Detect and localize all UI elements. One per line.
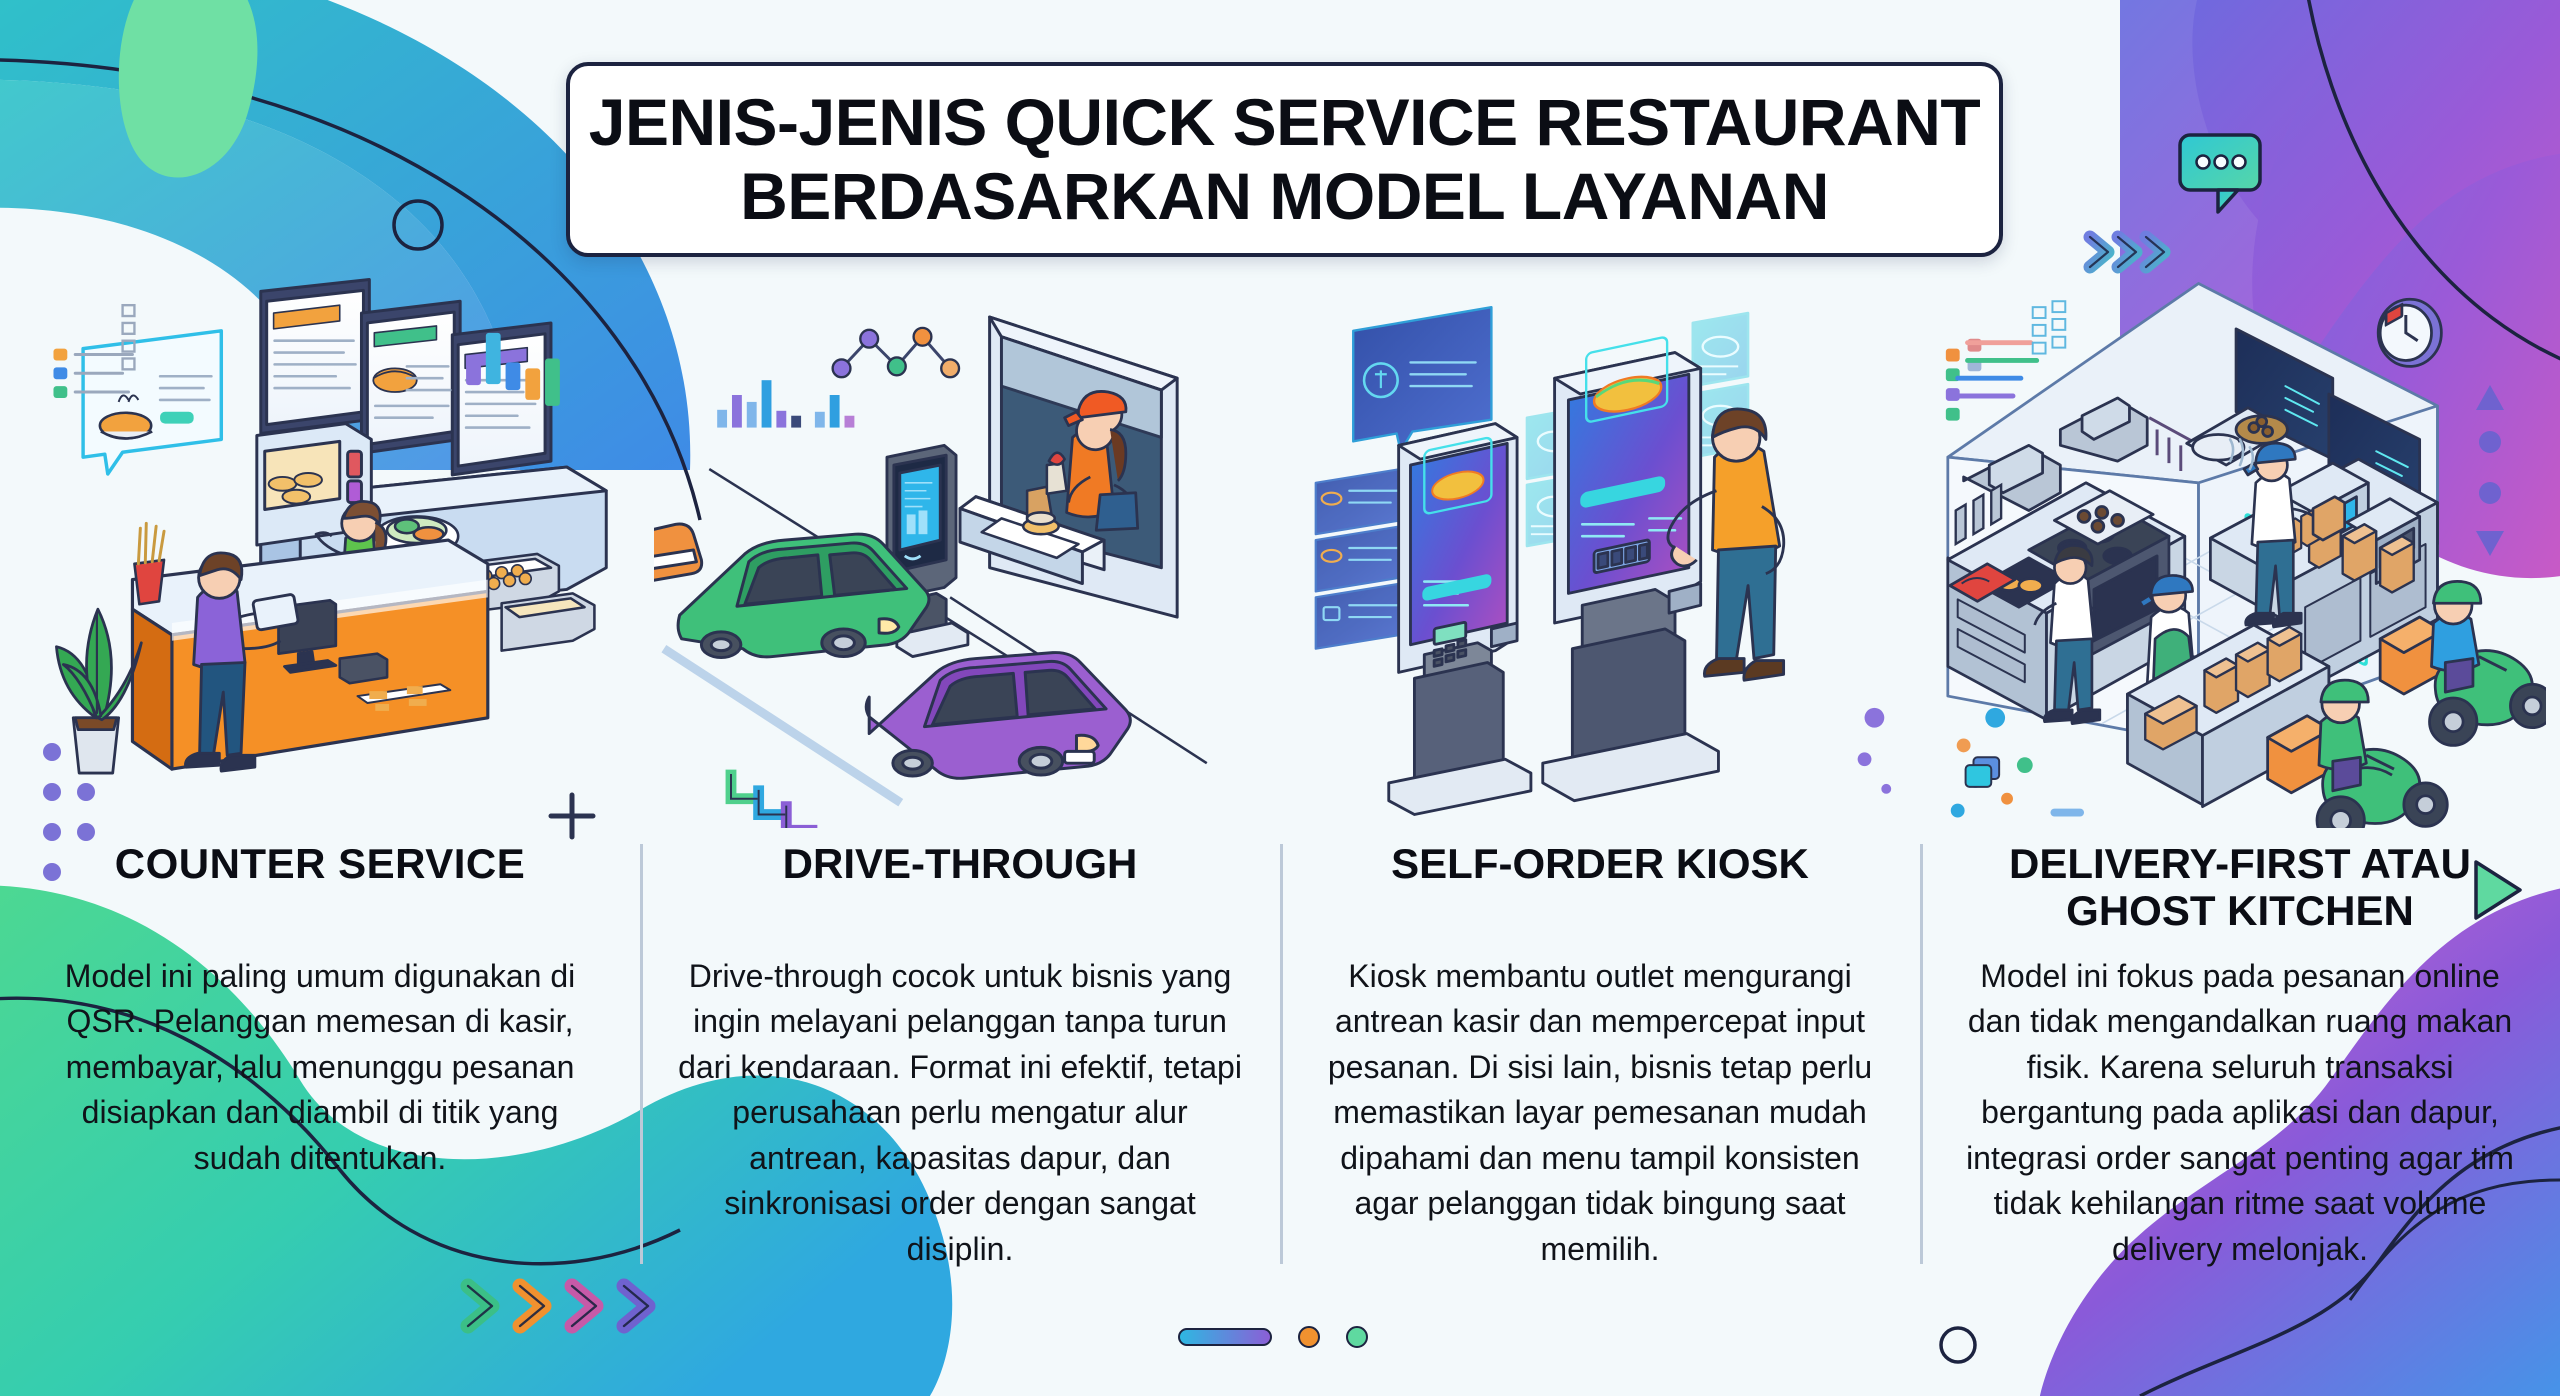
wall-clock-icon	[2376, 297, 2443, 368]
floating-chat-card	[1352, 305, 1493, 453]
kiosk-terminal-right	[1541, 336, 1720, 803]
column-drive-through: DRIVE-THROUGH Drive-through cocok untuk …	[640, 268, 1280, 1328]
pagination-active-pill[interactable]	[1178, 1328, 1272, 1346]
delivery-rider-front	[2266, 678, 2449, 828]
kiosk-terminal-left	[1387, 422, 1533, 816]
circle-outline-decoration	[392, 199, 444, 251]
chevron-right-group-bottom-outline	[466, 1284, 650, 1328]
delivery-rider-back	[2378, 580, 2546, 747]
triangle-dot-column-right	[2476, 385, 2504, 556]
menu-board-1	[259, 278, 371, 435]
card-terminal	[338, 652, 389, 685]
food-tray	[980, 451, 1080, 560]
takeaway-bags-island	[2144, 625, 2303, 751]
receipt-paper	[356, 683, 452, 711]
line-chart-nodes	[831, 326, 961, 379]
illustration-ghost-kitchen	[1934, 268, 2546, 828]
drive-through-worker	[1063, 390, 1140, 532]
cook-at-microwave	[2242, 441, 2346, 629]
order-kiosk-pillar	[885, 443, 970, 659]
pagination-dot-green[interactable]	[1346, 1326, 1368, 1348]
steam-lines	[2228, 438, 2255, 471]
column-ghost-kitchen: DELIVERY-FIRST ATAU GHOST KITCHEN Model …	[1920, 268, 2560, 1328]
pagination-dot-orange[interactable]	[1298, 1326, 1320, 1348]
column-heading: DELIVERY-FIRST ATAU GHOST KITCHEN	[2009, 840, 2471, 935]
promo-chat-bubble	[81, 329, 224, 476]
infographic-title-card: JENIS-JENIS QUICK SERVICE RESTAURANT BER…	[566, 62, 2003, 257]
column-body: Model ini paling umum digunakan di QSR. …	[64, 958, 576, 1176]
plus-marks	[548, 792, 596, 840]
illustration-self-order-kiosk	[1294, 268, 1906, 828]
column-counter-service: COUNTER SERVICE Model ini paling umum di…	[0, 268, 640, 1328]
play-triangle-icon	[2474, 860, 2522, 920]
chef-at-stove	[2033, 544, 2112, 726]
column-heading: COUNTER SERVICE	[114, 840, 526, 887]
circle-outline-decoration-bottom	[1939, 1326, 1977, 1364]
floating-list	[53, 303, 136, 398]
chevron-right-group-top-outline	[2088, 235, 2166, 269]
title-line-1: JENIS-JENIS QUICK SERVICE RESTAURANT	[588, 84, 1981, 159]
customer-at-counter	[184, 551, 300, 773]
corner-arrow-glyphs	[725, 769, 818, 828]
customer-at-kiosk	[1666, 407, 1786, 682]
column-body: Model ini fokus pada pesanan online dan …	[1966, 958, 2514, 1267]
service-model-columns: COUNTER SERVICE Model ini paling umum di…	[0, 268, 2560, 1328]
bar-chart-decoration	[717, 380, 855, 428]
illustration-drive-through	[654, 268, 1266, 828]
column-body: Drive-through cocok untuk bisnis yang in…	[678, 958, 1242, 1267]
column-body: Kiosk membantu outlet mengurangi antrean…	[1327, 958, 1873, 1267]
menu-card-stack	[1314, 465, 1414, 650]
potted-plant	[55, 607, 143, 775]
chat-bubble-icon	[2178, 133, 2262, 214]
fries-cup	[133, 521, 166, 606]
column-self-order-kiosk: SELF-ORDER KIOSK Kiosk membantu outlet m…	[1280, 268, 1920, 1328]
title-line-2: BERDASARKAN MODEL LAYANAN	[740, 158, 1829, 233]
dot-decoration-right	[1857, 707, 1892, 794]
confetti-dots	[1950, 707, 2085, 818]
slide-pagination[interactable]	[1178, 1326, 1368, 1348]
bar-chart-decoration	[466, 332, 560, 406]
car-orange-partial	[654, 522, 704, 582]
data-chips-decoration	[1945, 300, 2067, 421]
column-heading: SELF-ORDER KIOSK	[1391, 840, 1809, 887]
car-green	[676, 532, 931, 660]
car-purple	[864, 651, 1132, 780]
corner-arrow-glyph-outline	[730, 774, 788, 828]
illustration-counter-service	[14, 268, 626, 828]
column-heading: DRIVE-THROUGH	[782, 840, 1138, 887]
roast-chicken-icon	[98, 394, 153, 440]
